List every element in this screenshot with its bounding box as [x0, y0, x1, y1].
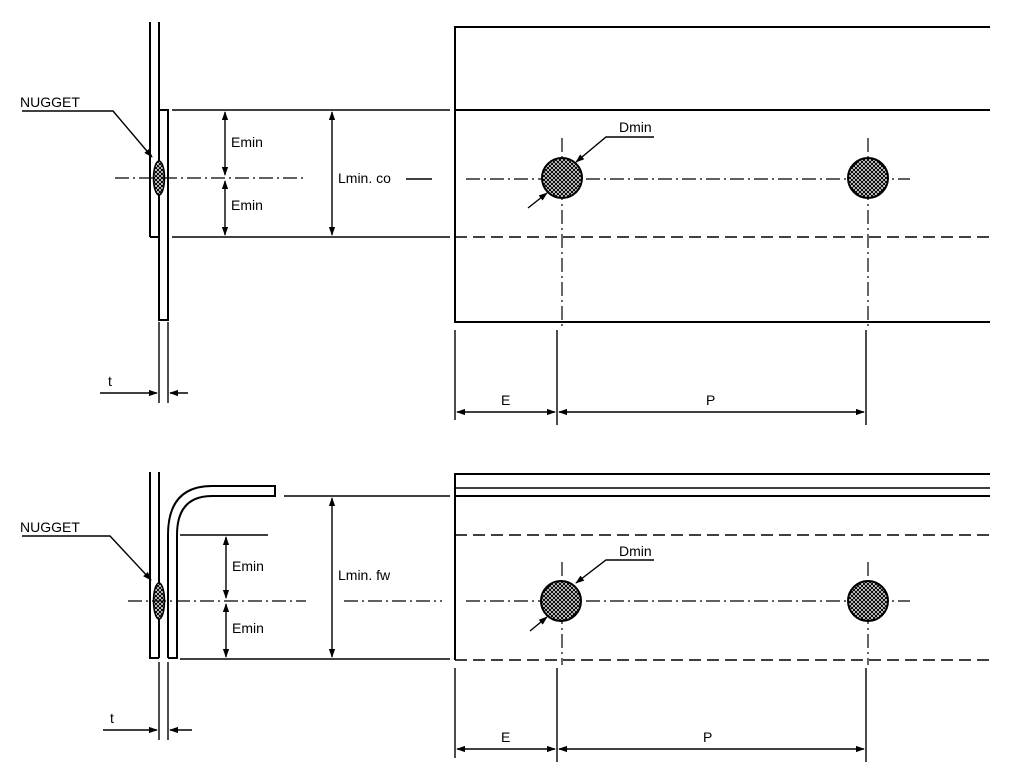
- bottom-emin-upper-label: Emin: [232, 558, 264, 574]
- top-dmin-leader: [575, 136, 654, 163]
- bottom-emin-lower-label: Emin: [232, 620, 264, 636]
- top-nugget-leader: [22, 110, 153, 158]
- bottom-dmin-leader: [575, 559, 654, 584]
- bottom-nugget-label: NUGGET: [20, 519, 80, 535]
- bottom-dmin-label: Dmin: [619, 543, 652, 559]
- bottom-flange-sheet: [167, 485, 276, 659]
- bottom-length-label: Lmin. fw: [338, 567, 391, 583]
- bottom-weld-spot-2: [847, 580, 889, 622]
- bottom-t-label: t: [110, 710, 114, 726]
- bottom-plan-outline: [454, 473, 990, 660]
- bottom-dmin-leader-lower: [529, 616, 548, 632]
- top-dimensions: Emin Emin Lmin. co t: [100, 109, 450, 403]
- top-diagram: NUGGET Emin Emin Lmin. co t: [20, 22, 990, 425]
- top-spacing-dimensions: E P: [454, 330, 867, 425]
- bottom-dimensions: Emin Emin Lmin. fw t: [103, 495, 450, 740]
- bottom-weld-spot-1: [540, 580, 582, 622]
- top-emin-upper-label: Emin: [231, 134, 263, 150]
- top-sheet-right: [158, 109, 169, 321]
- bottom-spacing-dimensions: E P: [454, 668, 867, 762]
- top-length-label: Lmin. co: [338, 170, 391, 186]
- top-dmin-leader-lower: [527, 192, 548, 209]
- top-dmin-label: Dmin: [619, 119, 652, 135]
- top-emin-lower-label: Emin: [231, 197, 263, 213]
- top-weld-spot-1: [541, 157, 583, 199]
- bottom-diagram: NUGGET Emin Emin Lmin. fw t: [20, 472, 990, 762]
- top-plan-view: Dmin: [454, 26, 990, 326]
- top-section-view: NUGGET: [20, 22, 306, 321]
- bottom-sheet-left: [149, 472, 159, 659]
- bottom-section-view: NUGGET: [20, 472, 306, 659]
- top-e-label: E: [501, 392, 510, 408]
- bottom-plan-view: Dmin: [454, 473, 990, 665]
- top-p-label: P: [706, 392, 715, 408]
- top-nugget-label: NUGGET: [20, 94, 80, 110]
- bottom-p-label: P: [703, 729, 712, 745]
- bottom-nugget-leader: [22, 535, 152, 581]
- bottom-e-label: E: [501, 729, 510, 745]
- top-t-label: t: [108, 373, 112, 389]
- top-weld-spot-2: [847, 157, 889, 199]
- top-plan-outline: [454, 26, 990, 323]
